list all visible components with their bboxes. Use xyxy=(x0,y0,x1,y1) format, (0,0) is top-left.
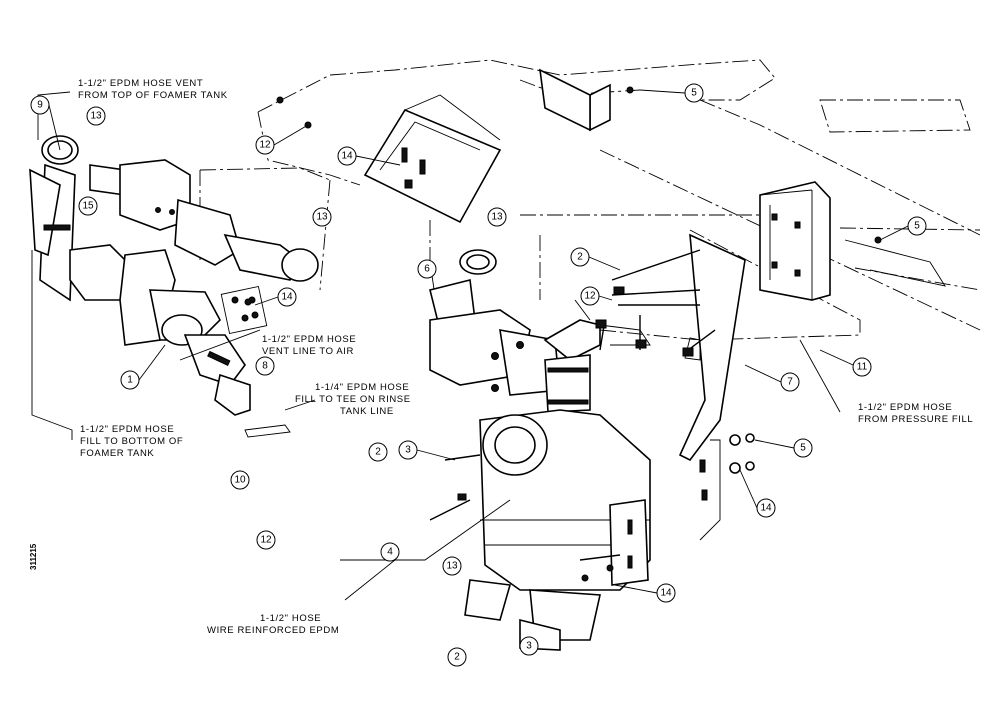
note-wire-2: WIRE REINFORCED EPDM xyxy=(207,625,339,636)
svg-text:3: 3 xyxy=(405,445,411,456)
balloon-8: 8 xyxy=(255,356,275,376)
svg-text:10: 10 xyxy=(234,475,246,486)
balloon-13-c: 13 xyxy=(487,207,507,227)
balloon-14-b: 14 xyxy=(277,287,297,307)
note-vent-air-2: VENT LINE TO AIR xyxy=(262,346,354,357)
svg-text:1: 1 xyxy=(127,375,133,386)
svg-text:5: 5 xyxy=(800,443,806,454)
note-vent-foamer-2: FROM TOP OF FOAMER TANK xyxy=(78,90,228,101)
svg-text:5: 5 xyxy=(691,88,697,99)
drawing-number: 311215 xyxy=(29,543,38,570)
balloon-5-b: 5 xyxy=(907,216,927,236)
balloon-9: 9 xyxy=(30,95,50,115)
balloon-10: 10 xyxy=(230,470,250,490)
note-rinse-2: FILL TO TEE ON RINSE xyxy=(295,394,411,405)
upper-right-bracket xyxy=(759,181,946,301)
balloon-2-b: 2 xyxy=(447,647,467,667)
note-pressure-1: 1-1/2" EPDM HOSE xyxy=(858,402,952,413)
svg-text:12: 12 xyxy=(584,291,596,302)
svg-text:11: 11 xyxy=(857,362,868,373)
svg-text:13: 13 xyxy=(316,212,328,223)
balloon-13-a: 13 xyxy=(86,106,106,126)
left-valve-assembly xyxy=(29,135,319,438)
mounting-bracket-upper xyxy=(363,94,502,224)
center-valve-assembly xyxy=(429,249,701,413)
svg-text:14: 14 xyxy=(281,292,293,303)
note-vent-foamer-1: 1-1/2" EPDM HOSE VENT xyxy=(78,78,203,89)
balloon-12-c: 12 xyxy=(256,530,276,550)
balloon-14-a: 14 xyxy=(337,146,357,166)
svg-text:14: 14 xyxy=(760,503,772,514)
note-fill-bottom-1: 1-1/2" EPDM HOSE xyxy=(80,424,174,435)
note-fill-bottom-2: FILL TO BOTTOM OF xyxy=(80,436,183,447)
svg-text:2: 2 xyxy=(577,252,583,263)
balloon-7: 7 xyxy=(780,372,800,392)
balloon-13-d: 13 xyxy=(442,556,462,576)
svg-text:12: 12 xyxy=(259,140,271,151)
balloon-12-b: 12 xyxy=(580,286,600,306)
svg-text:2: 2 xyxy=(454,652,460,663)
balloon-3-a: 3 xyxy=(398,440,418,460)
svg-text:4: 4 xyxy=(387,547,393,558)
balloon-1: 1 xyxy=(120,370,140,390)
note-wire-1: 1-1/2" HOSE xyxy=(260,613,321,624)
balloon-15: 15 xyxy=(78,196,98,216)
balloon-2-a: 2 xyxy=(570,247,590,267)
svg-text:5: 5 xyxy=(914,221,920,232)
balloon-3-b: 3 xyxy=(519,636,539,656)
note-rinse-3: TANK LINE xyxy=(340,406,394,417)
svg-text:13: 13 xyxy=(446,561,458,572)
note-fill-bottom-3: FOAMER TANK xyxy=(80,448,154,459)
leader-lines xyxy=(31,91,841,601)
svg-text:3: 3 xyxy=(526,641,532,652)
svg-text:9: 9 xyxy=(37,100,43,111)
balloon-12-a: 12 xyxy=(255,135,275,155)
svg-text:13: 13 xyxy=(90,111,102,122)
svg-text:7: 7 xyxy=(787,377,793,388)
svg-text:15: 15 xyxy=(82,201,94,212)
balloon-5-c: 5 xyxy=(793,438,813,458)
svg-text:13: 13 xyxy=(491,212,503,223)
notes: 1-1/2" EPDM HOSE VENT FROM TOP OF FOAMER… xyxy=(29,78,973,636)
svg-text:8: 8 xyxy=(262,361,268,372)
balloon-5-a: 5 xyxy=(684,83,704,103)
balloon-11: 11 xyxy=(852,357,872,377)
svg-text:2: 2 xyxy=(375,447,381,458)
balloon-leaders xyxy=(48,89,909,594)
balloon-14-d: 14 xyxy=(656,583,676,603)
balloon-callouts: 9 13 15 12 14 5 5 13 6 13 2 12 11 7 14 8… xyxy=(30,83,927,667)
note-pressure-2: FROM PRESSURE FILL xyxy=(858,414,973,425)
right-bracket xyxy=(678,233,746,541)
note-vent-air-1: 1-1/2" EPDM HOSE xyxy=(262,334,356,345)
balloon-14-c: 14 xyxy=(756,498,776,518)
balloon-4: 4 xyxy=(380,542,400,562)
note-rinse-1: 1-1/4" EPDM HOSE xyxy=(315,382,409,393)
balloon-13-b: 13 xyxy=(312,207,332,227)
svg-text:12: 12 xyxy=(260,535,272,546)
svg-text:14: 14 xyxy=(660,588,672,599)
svg-text:14: 14 xyxy=(341,151,353,162)
balloon-2-c: 2 xyxy=(368,442,388,462)
svg-text:6: 6 xyxy=(424,264,430,275)
strainer-tank xyxy=(464,409,651,651)
balloon-6: 6 xyxy=(417,259,437,279)
top-bracket xyxy=(539,68,611,132)
